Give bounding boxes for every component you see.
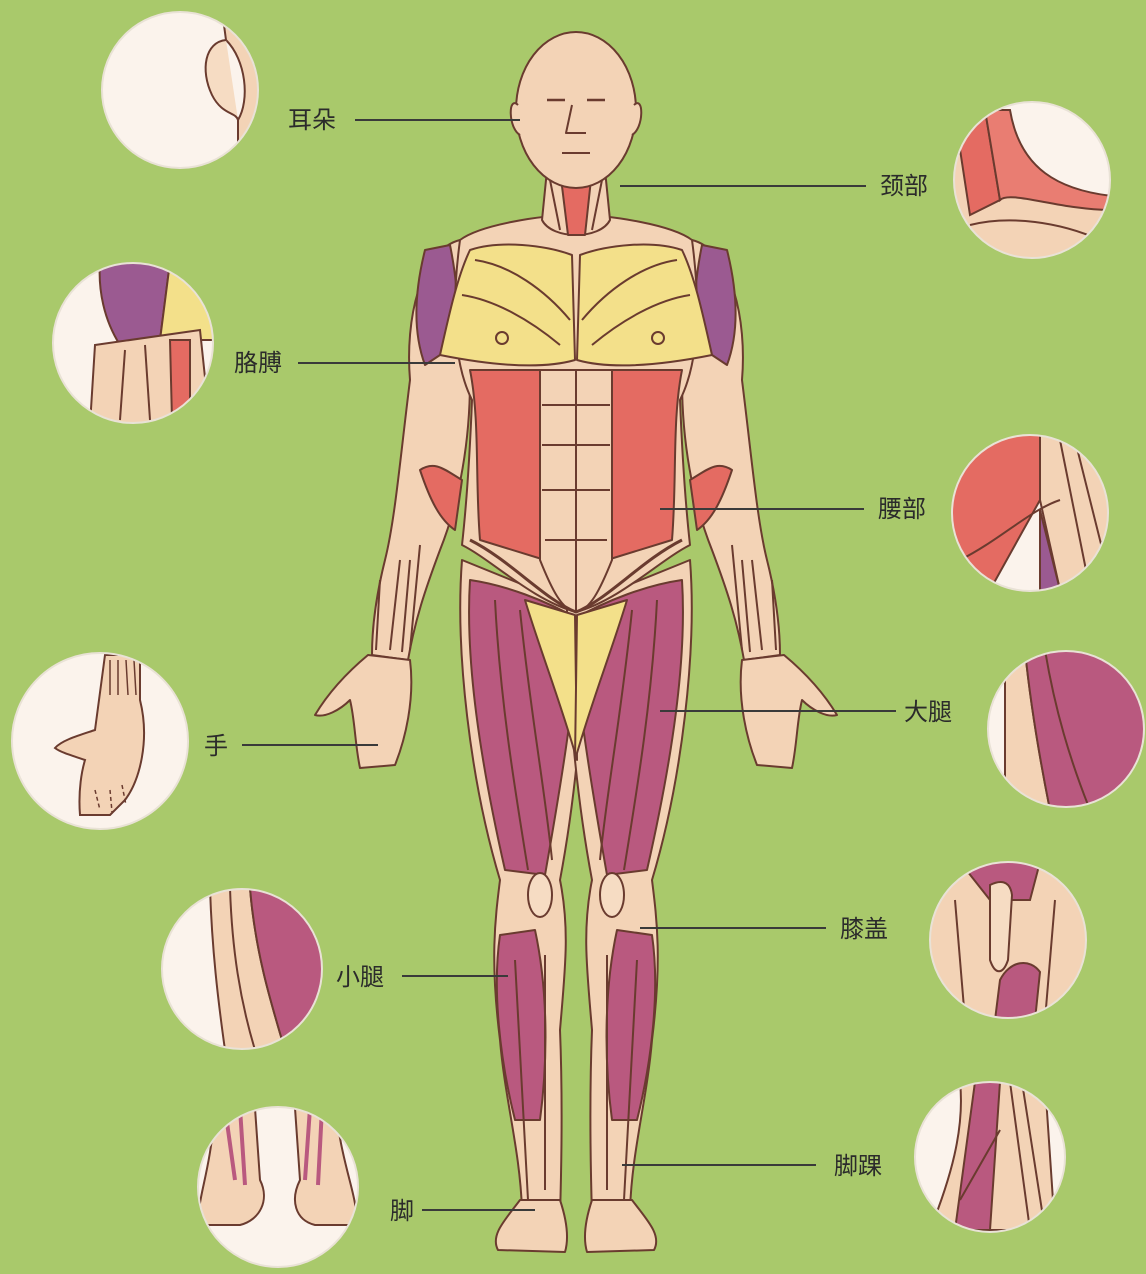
left-foot <box>496 1200 567 1252</box>
waist-closeup-icon <box>950 435 1110 591</box>
hand-closeup-icon <box>12 653 188 829</box>
calf-closeup-icon <box>162 888 325 1050</box>
upper-arm-closeup-icon <box>53 262 215 425</box>
label-ankle: 脚踝 <box>834 1152 882 1180</box>
left-hand <box>315 655 411 768</box>
label-upper-arm: 胳膊 <box>234 349 282 377</box>
foot-closeup-icon <box>198 1107 358 1267</box>
head <box>516 32 636 188</box>
right-foot <box>585 1200 656 1252</box>
label-calf: 小腿 <box>336 963 384 991</box>
ear-closeup-icon <box>102 10 262 170</box>
label-hand: 手 <box>204 732 228 760</box>
human-figure <box>315 32 837 1252</box>
label-knee: 膝盖 <box>840 915 888 943</box>
oblique-left <box>470 370 545 560</box>
label-thigh: 大腿 <box>904 698 952 726</box>
label-ear: 耳朵 <box>288 106 336 134</box>
label-foot: 脚 <box>390 1197 414 1225</box>
label-neck: 颈部 <box>880 172 928 200</box>
neck-closeup-icon <box>954 102 1112 260</box>
oblique-right <box>607 370 682 560</box>
ankle-closeup-icon <box>915 1082 1065 1232</box>
knee-closeup-icon <box>930 862 1086 1020</box>
label-waist: 腰部 <box>878 495 926 523</box>
thigh-closeup-icon <box>988 650 1146 810</box>
